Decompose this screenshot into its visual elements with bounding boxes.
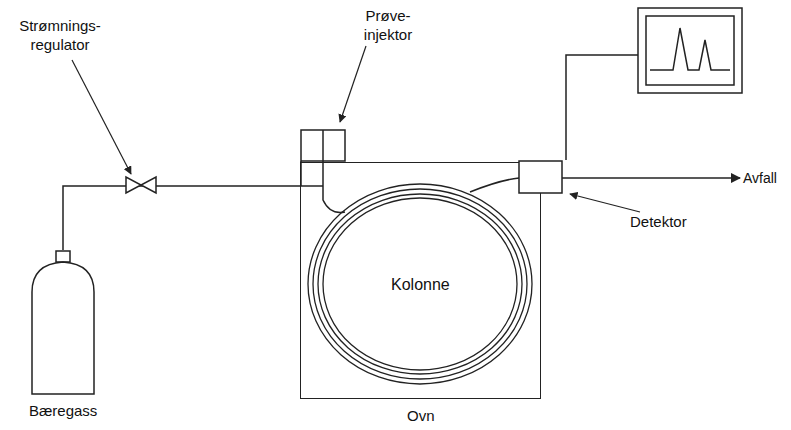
flow-valve (126, 177, 156, 193)
node-label: Kolonne (391, 275, 450, 294)
node-caption: Bæregass (29, 401, 97, 420)
leader-arrow (72, 60, 131, 174)
sample-injector (301, 130, 345, 186)
part-label: Strømnings- regulator (12, 16, 108, 54)
waste-line (562, 177, 740, 179)
cylinder-outline (30, 250, 96, 395)
part-label: Prøve- injektor (356, 6, 420, 44)
part-label: Detektor (630, 212, 720, 231)
leader-arrow (570, 194, 640, 212)
gas-cylinder: Bæregass (30, 250, 96, 395)
column-coil: Kolonne (307, 183, 533, 385)
node-caption: Ovn (407, 406, 435, 425)
part-label: Avfall (743, 169, 787, 188)
column-tubing (323, 178, 519, 213)
signal-line (566, 55, 638, 160)
oven-box: OvnKolonne (300, 162, 541, 399)
leader-arrow (340, 46, 366, 122)
chromatogram-display (638, 8, 742, 93)
gas-line (63, 186, 300, 250)
